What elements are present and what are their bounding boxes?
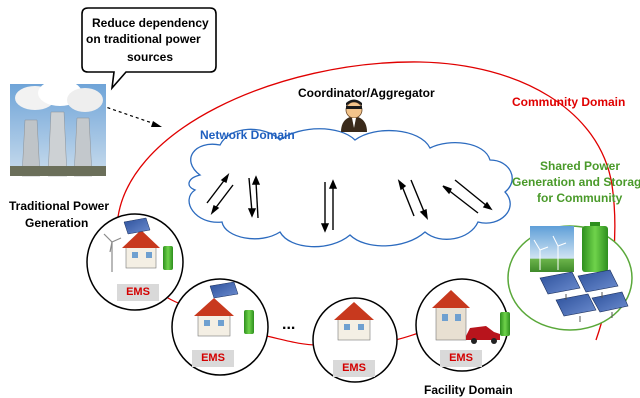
network-domain-label: Network Domain [200, 128, 295, 142]
dependency-arrow-head [151, 121, 162, 127]
coordinator-person-icon [341, 99, 367, 132]
community-battery-icon [582, 222, 608, 272]
callout-text-line-2: on traditional power [86, 32, 201, 46]
wind-farm-image [530, 226, 574, 272]
network-arrow-pair [320, 179, 338, 233]
callout-text-line-1: Reduce dependency [92, 16, 209, 30]
network-arrows [206, 173, 493, 233]
house-icon [432, 290, 470, 341]
traditional-power-label-line-2: Generation [25, 216, 89, 230]
ems-label-2: EMS [192, 350, 234, 367]
ellipsis-label: ... [282, 316, 296, 333]
callout-text-line-3: sources [127, 50, 174, 64]
house-icon [334, 302, 374, 341]
facility-domain-label: Facility Domain [424, 383, 513, 397]
network-arrow-pair [247, 175, 261, 219]
shared-power-label-line-1: Shared Power [540, 159, 621, 173]
network-arrow-pair [397, 179, 428, 220]
network-arrow-pair [442, 179, 493, 214]
battery-icon [244, 310, 254, 334]
solar-panel-icon [209, 281, 239, 299]
network-domain-cloud [188, 128, 513, 248]
electric-car-icon [466, 326, 500, 344]
dependency-arrow [61, 91, 159, 126]
traditional-power-label-line-1: Traditional Power [9, 199, 110, 213]
battery-icon [163, 246, 173, 270]
facility-link-2-3 [261, 334, 319, 346]
community-solar-panels-icon [539, 269, 629, 322]
network-arrow-pair [206, 173, 234, 215]
ems-label-1: EMS [117, 284, 159, 301]
callout-bubble [81, 7, 217, 91]
ems-label-4: EMS [440, 350, 482, 367]
battery-icon [500, 312, 510, 336]
power-plant-image [10, 80, 106, 177]
coordinator-label: Coordinator/Aggregator [298, 86, 435, 100]
community-domain-label: Community Domain [512, 95, 626, 109]
ems-label-3: EMS [333, 360, 375, 377]
solar-panel-icon [123, 217, 151, 235]
shared-power-label-line-3: for Community [537, 191, 623, 205]
wind-turbine-icon [103, 233, 122, 272]
shared-power-label-line-2: Generation and Storage [512, 175, 640, 189]
house-icon [122, 230, 160, 269]
house-icon [194, 298, 234, 337]
